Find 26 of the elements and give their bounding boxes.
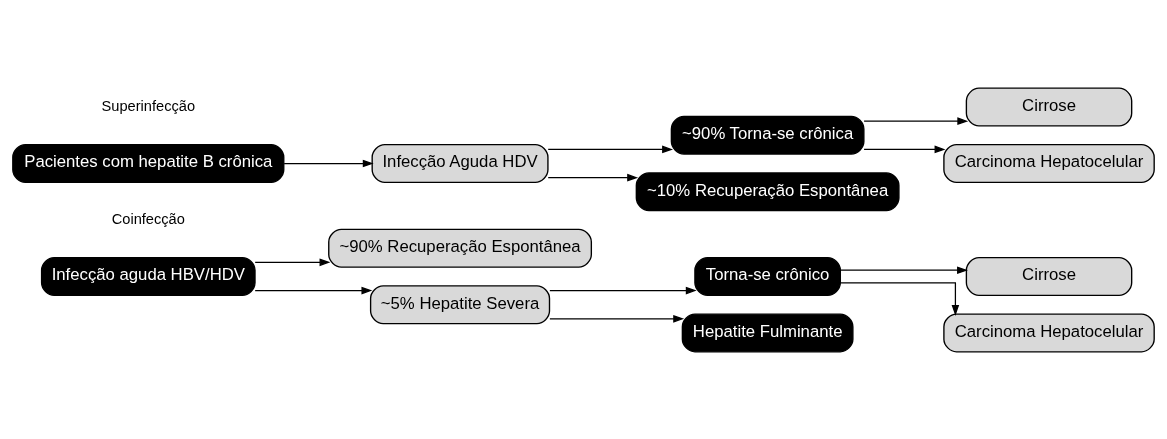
arrow (254, 258, 331, 266)
label: Coinfecção (111, 210, 185, 227)
node-box: Infecção Aguda HDV (371, 143, 549, 183)
arrow (547, 145, 674, 153)
arrow (283, 159, 374, 167)
node-box: Carcinoma Hepatocelular (943, 143, 1155, 183)
arrow (549, 286, 697, 294)
node-box: Torna-se crônico (694, 256, 841, 296)
node-box: Carcinoma Hepatocelular (943, 312, 1155, 352)
node-box: ~90% Recuperação Espontânea (328, 228, 593, 268)
node-box: ~90% Torna-se crônica (670, 115, 865, 155)
label: Superinfecção (101, 97, 196, 114)
node-box: Cirrose (965, 256, 1133, 296)
arrow (863, 116, 969, 125)
arrow (547, 173, 639, 181)
node-box: Hepatite Fulminante (681, 312, 854, 352)
node-box: Pacientes com hepatite B crônica (12, 143, 285, 183)
arrow (254, 286, 373, 294)
arrow (549, 314, 685, 323)
node-box: Infecção aguda HBV/HDV (40, 256, 256, 296)
arrow (839, 265, 968, 274)
arrow (839, 281, 960, 316)
node-box: ~5% Hepatite Severa (369, 284, 551, 324)
arrow (863, 145, 946, 153)
node-box: Cirrose (965, 87, 1133, 127)
node-box: ~10% Recuperação Espontânea (635, 171, 900, 211)
